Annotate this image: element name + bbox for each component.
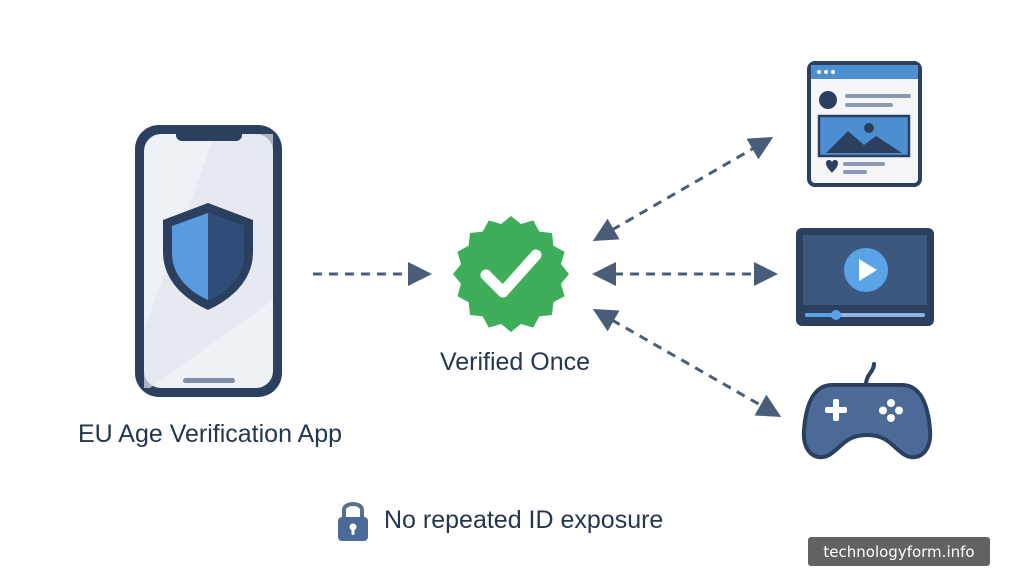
lock-icon xyxy=(338,502,368,541)
app-label: EU Age Verification App xyxy=(77,420,343,448)
arrow-verified-to-game xyxy=(592,309,782,417)
video-player-icon xyxy=(796,228,934,326)
shield-icon xyxy=(163,203,253,310)
arrow-verified-to-social xyxy=(592,137,774,241)
check-badge-icon xyxy=(453,216,569,332)
footer-note: No repeated ID exposure xyxy=(336,498,663,542)
gamepad-icon xyxy=(801,362,933,460)
social-feed-window-icon xyxy=(807,61,922,187)
smartphone-icon xyxy=(135,125,282,397)
verified-label: Verified Once xyxy=(439,348,591,376)
footer-text: No repeated ID exposure xyxy=(384,505,664,534)
watermark: technologyform.info xyxy=(808,537,990,566)
